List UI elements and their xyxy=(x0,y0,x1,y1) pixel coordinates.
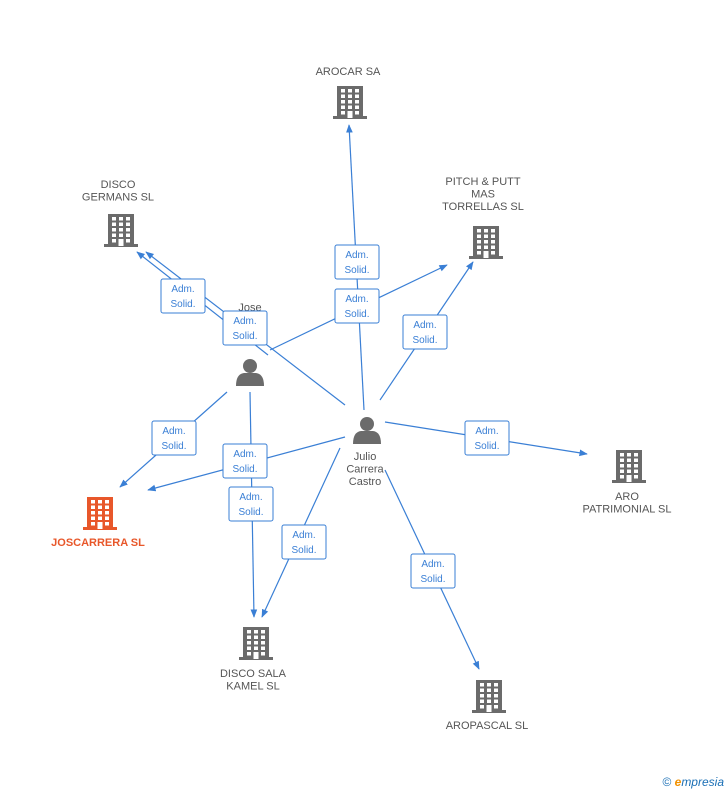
node-joscarrera[interactable]: JOSCARRERA SL xyxy=(51,497,145,549)
edge-label[interactable]: Adm. Solid. xyxy=(281,524,327,560)
edge-label[interactable]: Adm. Solid. xyxy=(464,420,510,456)
edge-label[interactable]: Adm. Solid. xyxy=(222,443,268,479)
node-label: PATRIMONIAL SL xyxy=(582,504,671,516)
edge-label[interactable]: Adm. Solid. xyxy=(410,553,456,589)
node-label: AROPASCAL SL xyxy=(446,720,529,732)
edge-label-box xyxy=(334,244,380,280)
edge-label-text: Solid. xyxy=(238,507,263,518)
edge-label-box xyxy=(160,278,206,314)
building-icon xyxy=(239,627,273,660)
edge-label-text: Solid. xyxy=(412,335,437,346)
building-icon xyxy=(104,214,138,247)
building-icon xyxy=(612,450,646,483)
edge-label[interactable]: Adm. Solid. xyxy=(334,288,380,324)
edge-label-box xyxy=(151,420,197,456)
edge-label-box xyxy=(402,314,448,350)
copyright-footer: © empresia xyxy=(662,775,724,789)
edge-label-text: Adm. xyxy=(292,530,315,541)
edge-label-text: Adm. xyxy=(233,449,256,460)
edge-label-text: Solid. xyxy=(344,265,369,276)
node-label: KAMEL SL xyxy=(226,681,279,693)
node-label: Castro xyxy=(349,476,381,488)
edge-label-text: Adm. xyxy=(239,492,262,503)
edge-label-text: Solid. xyxy=(232,331,257,342)
brand-logo-text: mpresia xyxy=(681,775,724,789)
person-icon xyxy=(236,359,264,386)
node-label: PITCH & PUTT xyxy=(445,176,520,188)
copyright-symbol: © xyxy=(662,775,672,789)
edge-label-text: Solid. xyxy=(291,545,316,556)
node-label: Julio xyxy=(354,451,377,463)
building-icon xyxy=(469,226,503,259)
edge-label-text: Solid. xyxy=(161,441,186,452)
node-label: DISCO xyxy=(101,179,136,191)
node-arocar[interactable]: AROCAR SA xyxy=(316,66,381,119)
node-label: AROCAR SA xyxy=(316,66,381,78)
edge-label[interactable]: Adm. Solid. xyxy=(402,314,448,350)
edge-label-text: Adm. xyxy=(345,294,368,305)
edge-label-text: Adm. xyxy=(421,559,444,570)
edge-label-text: Solid. xyxy=(170,299,195,310)
node-label: MAS xyxy=(471,189,495,201)
node-label: TORRELLAS SL xyxy=(442,201,524,213)
person-icon xyxy=(353,417,381,444)
node-label: ARO xyxy=(615,491,639,503)
edge-label-text: Solid. xyxy=(232,464,257,475)
edge-label-text: Adm. xyxy=(162,426,185,437)
edge-label-box xyxy=(222,443,268,479)
edge-label-text: Solid. xyxy=(344,309,369,320)
edge-label-text: Solid. xyxy=(420,574,445,585)
building-icon xyxy=(83,497,117,530)
edge-label[interactable]: Adm. Solid. xyxy=(334,244,380,280)
node-label: DISCO SALA xyxy=(220,668,287,680)
node-aropascal[interactable]: AROPASCAL SL xyxy=(446,680,529,732)
edge-labels-layer: Adm. Solid. Adm. Solid. Adm. Solid. Adm. Solid.… xyxy=(151,244,510,589)
edge-label-box xyxy=(222,310,268,346)
brand-logo-letter: e xyxy=(674,775,682,789)
edge-label-text: Adm. xyxy=(345,250,368,261)
node-label: JOSCARRERA SL xyxy=(51,537,145,549)
edge-label-box xyxy=(281,524,327,560)
edge-label-text: Adm. xyxy=(475,426,498,437)
edge-label[interactable]: Adm. Solid. xyxy=(151,420,197,456)
edge-label-text: Solid. xyxy=(474,441,499,452)
node-label: GERMANS SL xyxy=(82,192,154,204)
edge-label-box xyxy=(464,420,510,456)
edge-label-box xyxy=(334,288,380,324)
edge-label[interactable]: Adm. Solid. xyxy=(228,486,274,522)
edge-label-text: Adm. xyxy=(413,320,436,331)
edge-label-box xyxy=(228,486,274,522)
building-icon xyxy=(472,680,506,713)
edge-label-text: Adm. xyxy=(233,316,256,327)
edge-label-box xyxy=(410,553,456,589)
edge-label[interactable]: Adm. Solid. xyxy=(160,278,206,314)
edge-label[interactable]: Adm. Solid. xyxy=(222,310,268,346)
edge-label-text: Adm. xyxy=(171,284,194,295)
building-icon xyxy=(333,86,367,119)
node-label: Carrera xyxy=(346,464,384,476)
